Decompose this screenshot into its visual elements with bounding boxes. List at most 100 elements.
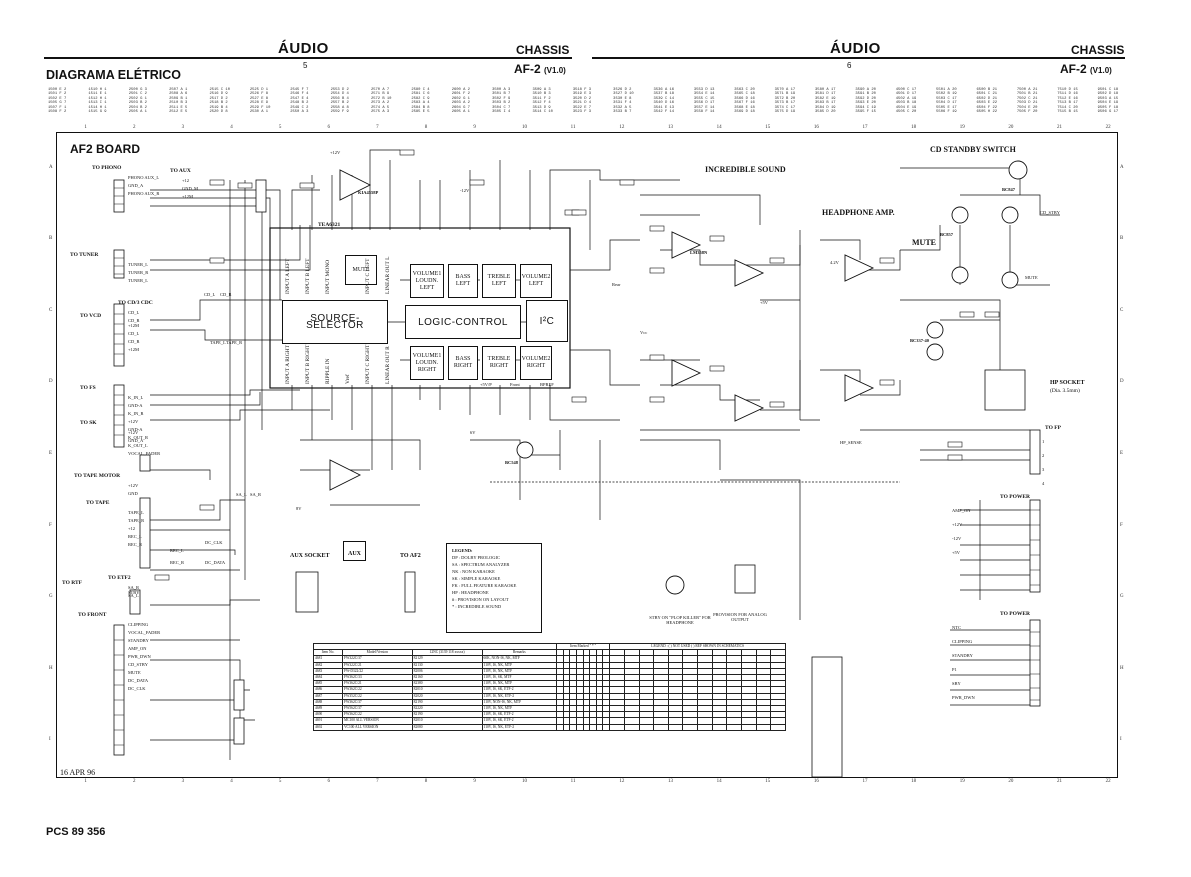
chassis-model-left-version: (V1.0) [544, 66, 566, 75]
grid-column-number: 1 [84, 125, 87, 130]
legend-item: SA : SPECTRUM ANALYZER [452, 562, 510, 567]
left-connector-title: TO AUX [170, 168, 191, 174]
grid-column-number: 8 [424, 779, 428, 784]
version-table-cell: 82080 [411, 723, 483, 731]
reference-column: 4500 C 17 4501 D 17 4502 A 19 4503 B 18 … [895, 88, 917, 115]
bass-left-block: BASS LEFT [448, 264, 478, 298]
reference-column: 6500 B 21 6501 C 21 6502 D 21 6503 E 22 … [976, 88, 998, 115]
signal-label: DC_CLK [205, 540, 223, 545]
reference-column: 3553 D 13 3554 E 14 3555 C 15 3556 D 17 … [693, 88, 715, 115]
signal-label: -12V [460, 188, 470, 193]
grid-column-number: 3 [181, 125, 185, 130]
grid-column-number: 4 [230, 125, 233, 130]
version-table-cell-blank [638, 723, 655, 731]
signal-label: +12V [330, 150, 341, 155]
version-table-legend-header: LEGEND : ( ) NOT USED ( ) REF SHOWN IN S… [609, 642, 786, 651]
version-table-cell-blank [697, 723, 713, 731]
page-header-chassis-right: CHASSIS [1071, 43, 1125, 57]
grid-row-letter: C [49, 307, 53, 313]
reference-column: 3590 A 20 3591 B 20 3592 D 20 3593 E 20 … [855, 88, 876, 115]
left-connector-pin: STBY [128, 590, 140, 595]
grid-column-number: 16 [813, 125, 819, 130]
reference-column: 2580 C 4 2581 C 6 2582 C 9 2583 A 4 2584… [411, 88, 430, 115]
left-connector-pin: PHONO AUX_L [128, 175, 160, 180]
document-title: DIAGRAMA ELÉTRICO [46, 68, 181, 82]
right-connector-pin: 2 [1042, 453, 1045, 458]
right-connector-pin: PWR_DWN [952, 695, 975, 700]
grid-column-number: 4 [230, 779, 233, 784]
grid-column-number: 5 [278, 125, 282, 130]
left-connector-pin: K_OUT_R [128, 435, 148, 440]
left-connector-title: TO ETF2 [108, 575, 131, 581]
left-connector-pin: CD_L [128, 331, 140, 336]
grid-column-number: 5 [278, 779, 282, 784]
version-table-cell-blank [711, 723, 728, 731]
grid-column-number: 20 [1008, 779, 1014, 784]
grid-column-number: 7 [376, 779, 379, 784]
page-header-audio-left: ÁUDIO [278, 40, 329, 57]
signal-label: REC_L [170, 548, 184, 553]
grid-row-letter: H [49, 665, 53, 671]
volume2-left-block: VOLUME2 LEFT [520, 264, 552, 298]
grid-row-letter: I [1120, 737, 1122, 743]
page-header-audio-right: ÁUDIO [830, 40, 881, 57]
signal-label: REC_R [170, 560, 185, 565]
signal-label: CD_L [204, 292, 216, 297]
left-connector-pin: REC_L [128, 534, 142, 539]
version-table-header-cell: Remarks [481, 649, 557, 657]
signal-label: BPREF [540, 382, 554, 387]
version-table-cell: VC100 ALL VERSION [341, 723, 413, 731]
left-connector-pin: +12M [128, 323, 140, 328]
reference-column: 3518 F 3 3519 E 3 3520 D 2 3521 D 4 3522… [572, 88, 592, 115]
reference-column: 7500 A 21 7501 B 21 7502 C 21 7503 D 21 … [1016, 88, 1038, 115]
grid-row-letter: D [1120, 379, 1124, 385]
version-table-cell-blank [595, 723, 604, 731]
left-connector-pin: SA_L [128, 593, 139, 598]
reference-column: 1510 H 1 1511 E 1 1512 H 1 1513 I 1 1514… [88, 88, 107, 115]
signal-label: 8V [296, 506, 302, 511]
grid-column-number: 20 [1008, 125, 1014, 130]
chassis-model-right: AF-2 (V1.0) [1060, 62, 1112, 76]
volume2-right-block: VOLUME2 RIGHT [520, 346, 552, 380]
legend-item: FK : FULL FEATURE KARAOKE [452, 583, 517, 588]
reference-column: 1500 E 2 1501 F 2 1502 E 7 1505 G 7 1507… [48, 88, 67, 115]
legend-item: NK : NON KARAOKE [452, 569, 495, 574]
signal-label: +5V [760, 300, 769, 305]
right-connector-title: TO POWER [1000, 611, 1031, 617]
version-table-cell-blank [726, 723, 742, 731]
grid-column-number: 12 [619, 779, 625, 784]
right-connector-pin: 1 [1042, 439, 1045, 444]
document-code: PCS 89 356 [46, 826, 106, 838]
right-connector-pin: P1 [952, 667, 957, 672]
version-table-cell-blank [582, 723, 591, 731]
reference-column: 3580 A 17 3581 D 17 3582 E 19 3583 B 17 … [815, 88, 836, 115]
page-header-chassis-left: CHASSIS [516, 43, 570, 57]
grid-column-number: 8 [424, 125, 428, 130]
grid-column-number: 10 [522, 779, 528, 784]
grid-row-letter: G [1120, 594, 1124, 600]
stby-plop-killer-note: STBY ON "PLOP KILLER" FOR HEADPHONE [649, 615, 711, 625]
version-table-cell-blank [575, 723, 584, 731]
ic-part-label: BC548 [505, 460, 519, 465]
reference-column: 3563 C 20 3565 C 18 3566 D 16 3567 F 16 … [734, 88, 755, 115]
reference-column: 9501 C 18 9502 D 18 9503 A 15 9504 E 19 … [1097, 88, 1119, 115]
left-connector-pin: TAPE_L [128, 510, 144, 515]
left-connector-pin: +12M [182, 194, 194, 199]
left-connector-pin: TAPE_R [128, 518, 145, 523]
reference-column: 7510 D 15 7511 D 16 7512 E 16 7513 B 17 … [1057, 88, 1078, 115]
signal-label: TAPE_L [210, 340, 226, 345]
reference-column: 3570 A 17 3571 B 19 3572 B 20 3573 B 17 … [774, 88, 796, 115]
header-rule-right [592, 57, 1125, 59]
version-table-cell-blank [609, 723, 625, 731]
grid-column-number: 22 [1105, 125, 1111, 130]
left-connector-pin: DC_DATA [128, 678, 149, 683]
left-connector-pin: GND [128, 491, 138, 496]
right-connector-pin: 4 [1042, 481, 1045, 486]
left-connector-pin: GND-A [128, 403, 143, 408]
grid-column-number: 18 [911, 125, 917, 130]
grid-row-letter: A [49, 164, 53, 170]
